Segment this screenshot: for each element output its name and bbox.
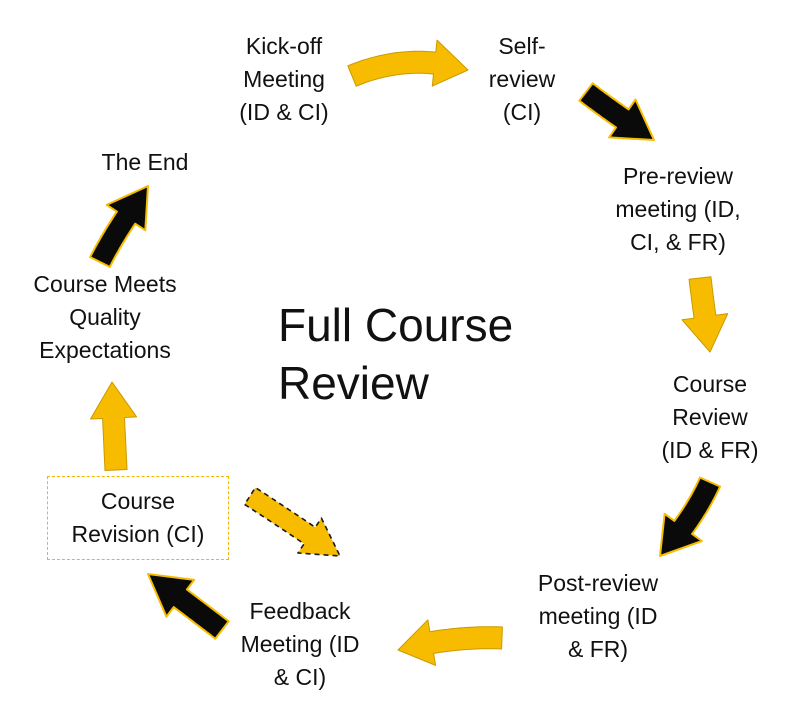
- step-label-line: Course Meets: [33, 271, 177, 297]
- arrow-course-review-to-post-review: [659, 476, 722, 557]
- arrow-quality-to-end: [89, 185, 149, 268]
- step-label-line: Course: [100, 488, 176, 514]
- step-pre-review: Pre-review meeting (ID, CI, & FR): [615, 160, 740, 259]
- step-label-line: CI, & FR): [630, 229, 726, 255]
- step-label-line: Expectations: [39, 337, 171, 363]
- arrow-revision-to-quality: [90, 381, 138, 471]
- step-post-review: Post-review meeting (ID & FR): [538, 567, 658, 666]
- step-label-line: Course: [672, 371, 748, 397]
- step-label-line: meeting (ID,: [615, 196, 741, 222]
- step-quality: Course Meets Quality Expectations: [33, 268, 176, 367]
- title-line: Review: [278, 357, 429, 409]
- step-label-line: Post-review: [537, 570, 659, 596]
- step-course-review: Course Review (ID & FR): [661, 368, 758, 467]
- step-label-line: (ID & CI): [239, 99, 329, 125]
- step-label-line: Meeting (ID: [240, 631, 360, 657]
- step-label-line: & FR): [567, 636, 629, 662]
- step-self-review: Self- review (CI): [489, 30, 555, 129]
- step-label-line: meeting (ID: [538, 603, 658, 629]
- step-label-line: The End: [101, 149, 189, 175]
- arrow-kickoff-to-self-review: [347, 39, 469, 87]
- step-revision: Course Revision (CI): [72, 485, 205, 551]
- step-label-line: & CI): [273, 664, 327, 690]
- step-label-line: Revision (CI): [71, 521, 205, 547]
- diagram-title: Full Course Review: [278, 296, 513, 412]
- step-label-line: Review: [672, 404, 748, 430]
- arrow-pre-review-to-course-review: [681, 276, 729, 353]
- step-end: The End: [102, 146, 189, 179]
- arrow-revision-to-feedback: [243, 486, 341, 557]
- step-kickoff: Kick-off Meeting (ID & CI): [239, 30, 328, 129]
- arrow-feedback-to-revision: [147, 573, 230, 640]
- step-label-line: Kick-off: [245, 33, 323, 59]
- step-label-line: Pre-review: [623, 163, 733, 189]
- arrow-self-review-to-pre-review: [578, 82, 655, 141]
- revision-dashed-box: [47, 476, 229, 560]
- step-feedback: Feedback Meeting (ID & CI): [241, 595, 360, 694]
- arrow-post-review-to-feedback: [397, 619, 503, 666]
- step-label-line: Quality: [69, 304, 141, 330]
- step-label-line: review: [488, 66, 556, 92]
- step-label-line: (ID & FR): [661, 437, 759, 463]
- step-label-line: Meeting: [243, 66, 325, 92]
- step-label-line: Feedback: [249, 598, 351, 624]
- step-label-line: (CI): [502, 99, 542, 125]
- step-label-line: Self-: [498, 33, 546, 59]
- title-line: Full Course: [278, 299, 514, 351]
